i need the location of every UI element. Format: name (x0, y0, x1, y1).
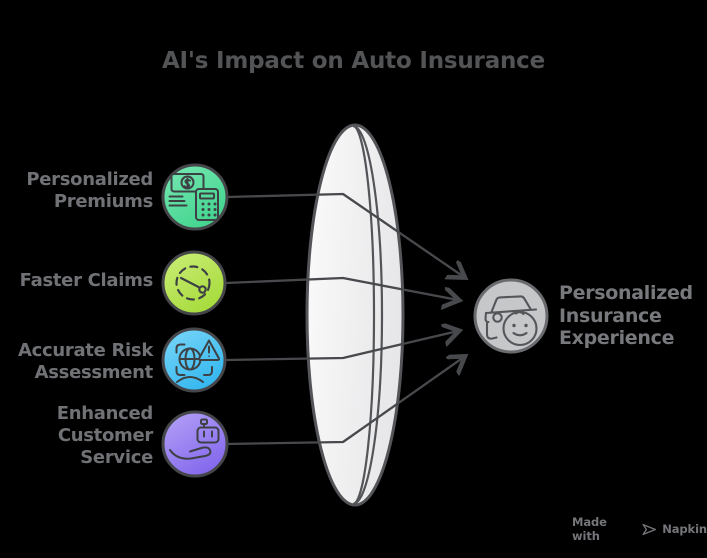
label-line: Service (80, 447, 153, 468)
label-line: Personalized (559, 282, 693, 304)
connector-faster-claims (225, 276, 458, 300)
hand-robot-icon (161, 410, 229, 478)
label-line: Assessment (34, 362, 154, 383)
label-enhanced-customer-service: Enhanced Customer Service (12, 403, 154, 469)
diagram-title: AI's Impact on Auto Insurance (161, 48, 546, 74)
label-line: Premiums (53, 191, 153, 212)
label-personalized-premiums: Personalized Premiums (12, 169, 153, 213)
watermark: Made with Napkin (572, 515, 707, 543)
label-line: Accurate Risk (17, 340, 153, 361)
watermark-prefix: Made with (572, 515, 607, 543)
label-line: Personalized (26, 169, 153, 190)
money-calculator-icon (161, 163, 229, 231)
label-line: Customer (57, 425, 153, 446)
label-accurate-risk-assessment: Accurate Risk Assessment (12, 340, 153, 384)
napkin-logo-icon (642, 523, 657, 535)
label-line: Insurance (559, 304, 662, 327)
face-scan-warning-icon (161, 327, 227, 393)
speedometer-icon (161, 250, 227, 316)
watermark-brand: Napkin (662, 522, 707, 536)
car-smiley-icon (473, 278, 549, 354)
label-line: Faster Claims (19, 270, 154, 291)
lens-shape (305, 123, 405, 507)
label-line: Enhanced (56, 403, 154, 424)
connector-arrows (225, 192, 464, 446)
connector-accurate-risk (225, 331, 458, 362)
label-line: Experience (559, 327, 675, 349)
connector-enhanced-service (226, 357, 464, 446)
label-personalized-insurance-experience: Personalized Insurance Experience (559, 282, 693, 350)
connector-personalized-premiums (226, 192, 464, 277)
label-faster-claims: Faster Claims (12, 270, 154, 292)
